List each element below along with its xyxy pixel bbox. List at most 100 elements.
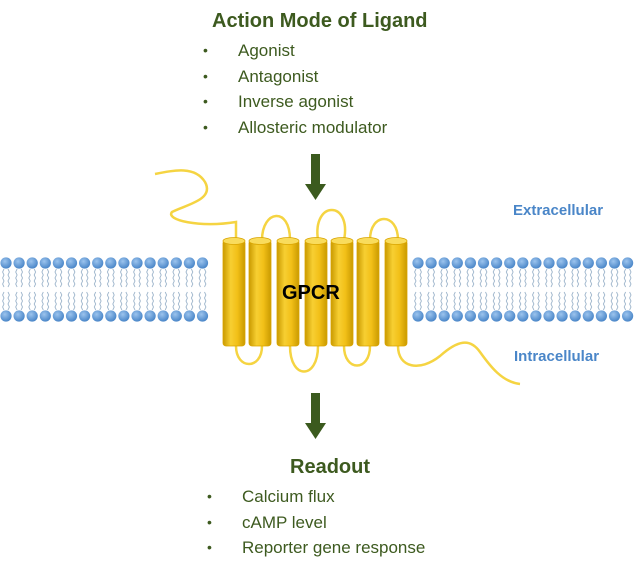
lipid-tail [204,268,207,288]
lipid-tail [172,268,175,288]
lipid-tail [545,291,548,311]
lipid-head [79,310,91,322]
lipid-head [608,257,621,269]
lipid-tail [133,291,136,311]
lipid-tail [146,291,149,311]
helix-cap [248,237,272,245]
lipid-head [0,310,12,322]
lipid-tail [159,268,162,288]
lipid-tail [458,268,462,288]
lipid-tail [99,268,102,288]
lipid-head [170,257,182,269]
lipid-head [144,257,156,269]
lipid-head [13,310,25,322]
lipid-tail [419,268,422,288]
intracellular-label: Intracellular [514,348,600,365]
lipid-tail [20,268,23,288]
lipid-tail [190,268,194,288]
lipid-tail [432,291,435,311]
extracellular-loop-1 [260,214,292,241]
lipid-tail [458,291,462,311]
helix-cap [356,237,380,245]
lipid-tail [159,291,162,311]
lipid-head [464,257,476,269]
lipid-tail [151,268,154,288]
lipid-tail [112,291,115,311]
lipid-tail [602,268,606,288]
lipid-tail [93,268,97,288]
lipid-head [477,310,490,322]
lipid-tail [440,268,443,288]
lipid-head [491,257,503,269]
lipid-head [517,257,529,269]
lipid-head [92,257,104,269]
lipid-tail [518,291,522,311]
lipid-tail [597,268,600,288]
lipid-head [504,310,516,322]
helix-segment [248,239,272,347]
lipid-tail [492,268,496,288]
action-mode-title: Action Mode of Ligand [212,10,428,32]
lipid-head [438,310,450,322]
intracellular-loop-3 [342,345,372,367]
bullet-icon: • [203,67,208,84]
lipid-tail [112,268,115,288]
helix-segment [356,239,380,347]
lipid-tail [511,268,514,288]
lipid-tail [471,268,475,288]
lipid-tail [558,268,561,288]
lipid-tail [93,291,97,311]
lipid-head [412,310,424,322]
lipid-tail [59,291,63,311]
lipid-tail [466,291,469,311]
lipid-head [425,310,437,322]
lipid-tail [164,291,168,311]
bullet-icon: • [203,93,208,109]
lipid-head [39,257,51,269]
lipid-head [451,257,463,269]
helix-segment [384,239,408,347]
lipid-tail [589,268,593,288]
lipid-tail [453,268,456,288]
lipid-tail [479,291,482,311]
lipid-head [65,257,78,269]
lipid-tail [505,268,509,288]
lipid-tail [485,268,488,288]
lipid-head [131,310,143,322]
lipid-tail [532,291,535,311]
lipid-head [183,257,195,269]
lipid-head [608,310,621,322]
lipid-head [530,310,542,322]
lipid-head [569,310,581,322]
lipid-tail [106,291,110,311]
lipid-tail [485,291,488,311]
lipid-tail [15,291,18,311]
lipid-tail [610,291,613,311]
lipid-tail [610,268,613,288]
lipid-head [118,257,130,269]
lipid-tail [445,291,449,311]
lipid-tail [2,291,5,311]
lipid-head [26,310,38,322]
helix-cap [330,237,354,245]
intracellular-loop-1 [234,345,264,366]
lipid-tail [629,268,632,288]
lipid-tail [532,268,535,288]
lipid-tail [616,268,619,288]
extracellular-loop-3 [368,217,400,241]
lipid-tail [432,268,435,288]
lipid-tail [46,291,50,311]
lipid-tail [550,291,553,311]
c-terminal-tail [396,341,521,386]
lipid-head [157,310,169,322]
lipid-head [196,310,209,322]
lipid-head [569,257,581,269]
lipid-tail [629,291,632,311]
helix-cap [222,237,246,245]
lipid-tail [204,291,207,311]
lipid-tail [59,268,63,288]
lipid-tail [584,291,587,311]
lipid-tail [164,268,168,288]
lipid-tail [427,291,430,311]
